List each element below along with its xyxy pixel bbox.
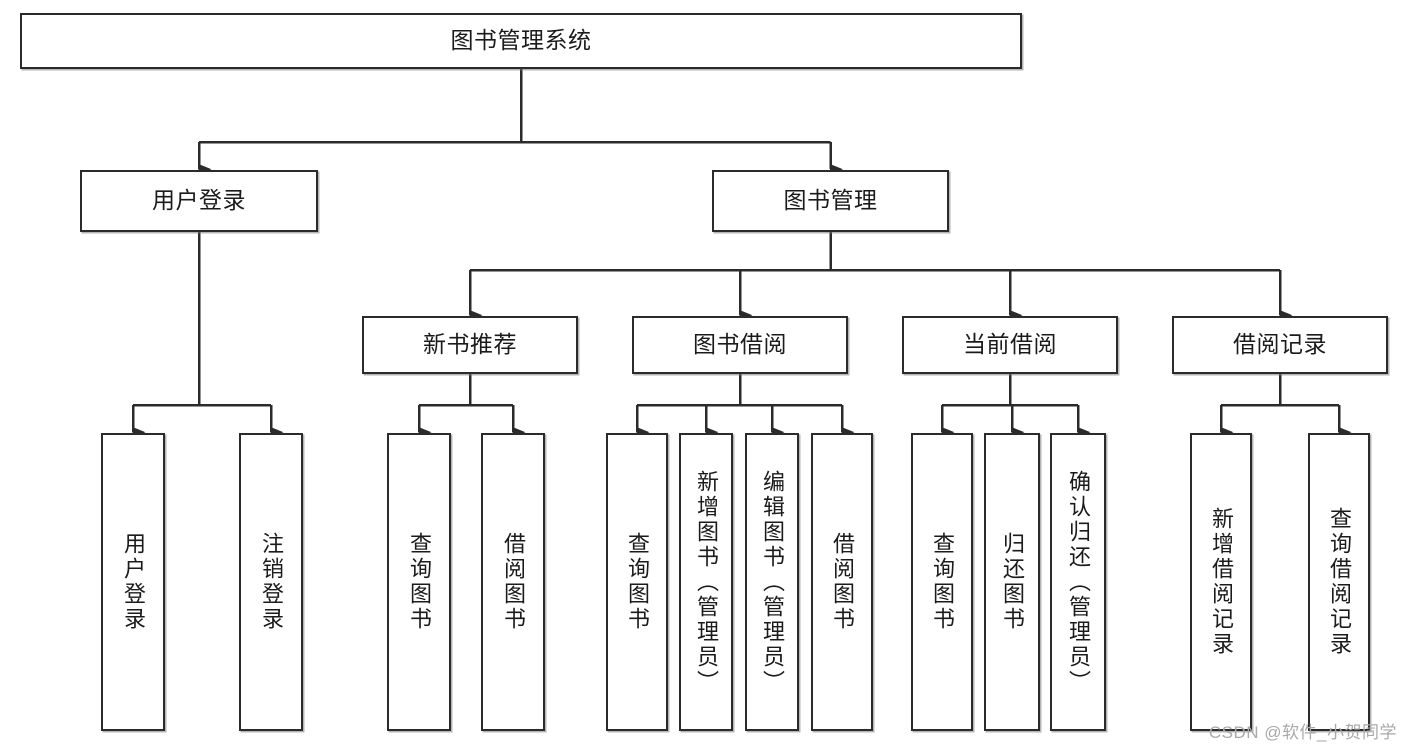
node-leaf-borrow-book[interactable]: 借阅图书: [811, 433, 873, 731]
connector-lines: [131, 69, 1352, 438]
node-leaf-query-book-rec[interactable]: 查询图书: [387, 433, 451, 731]
node-leaf-user-login[interactable]: 用户登录: [101, 433, 165, 731]
node-label-leaf-borrow-book-rec: 借阅图书: [501, 532, 526, 632]
node-book-borrow[interactable]: 图书借阅: [632, 316, 848, 374]
watermark: CSDN @软件_小贺同学: [1208, 723, 1397, 742]
node-label-leaf-edit-book: 编辑图书（管理员）: [760, 469, 785, 695]
node-book-manage[interactable]: 图书管理: [712, 170, 949, 232]
node-label-new-book-rec: 新书推荐: [423, 331, 517, 358]
node-borrow-record[interactable]: 借阅记录: [1172, 316, 1388, 374]
node-label-leaf-query-book-borrow: 查询图书: [625, 532, 650, 632]
node-new-book-rec[interactable]: 新书推荐: [362, 316, 578, 374]
node-leaf-add-record[interactable]: 新增借阅记录: [1190, 433, 1252, 731]
node-label-leaf-borrow-book: 借阅图书: [830, 532, 855, 632]
node-leaf-add-book[interactable]: 新增图书（管理员）: [679, 433, 733, 731]
node-leaf-borrow-book-rec[interactable]: 借阅图书: [481, 433, 545, 731]
node-label-leaf-query-record: 查询借阅记录: [1327, 507, 1352, 657]
node-leaf-query-book-current[interactable]: 查询图书: [911, 433, 973, 731]
node-label-leaf-add-record: 新增借阅记录: [1209, 507, 1234, 657]
node-label-leaf-add-book: 新增图书（管理员）: [694, 469, 719, 695]
node-label-root: 图书管理系统: [450, 27, 592, 54]
node-label-leaf-query-book-current: 查询图书: [930, 532, 955, 632]
node-label-borrow-record: 借阅记录: [1233, 331, 1327, 358]
node-user-login[interactable]: 用户登录: [80, 170, 318, 232]
node-leaf-query-book-borrow[interactable]: 查询图书: [606, 433, 668, 731]
node-label-user-login: 用户登录: [152, 187, 246, 214]
node-label-leaf-return-book: 归还图书: [1000, 532, 1025, 632]
node-label-current-borrow: 当前借阅: [963, 331, 1057, 358]
node-label-leaf-user-logout: 注销登录: [259, 532, 284, 632]
node-leaf-query-record[interactable]: 查询借阅记录: [1308, 433, 1370, 731]
node-leaf-return-book[interactable]: 归还图书: [984, 433, 1040, 731]
node-leaf-user-logout[interactable]: 注销登录: [239, 433, 303, 731]
node-leaf-confirm-return[interactable]: 确认归还（管理员）: [1050, 433, 1106, 731]
node-leaf-edit-book[interactable]: 编辑图书（管理员）: [745, 433, 799, 731]
node-root[interactable]: 图书管理系统: [20, 13, 1022, 69]
node-label-book-manage: 图书管理: [783, 187, 878, 214]
node-label-book-borrow: 图书借阅: [693, 331, 787, 358]
node-label-leaf-query-book-rec: 查询图书: [407, 532, 432, 632]
node-label-leaf-user-login: 用户登录: [121, 532, 146, 632]
node-current-borrow[interactable]: 当前借阅: [902, 316, 1118, 374]
node-label-leaf-confirm-return: 确认归还（管理员）: [1066, 469, 1091, 695]
